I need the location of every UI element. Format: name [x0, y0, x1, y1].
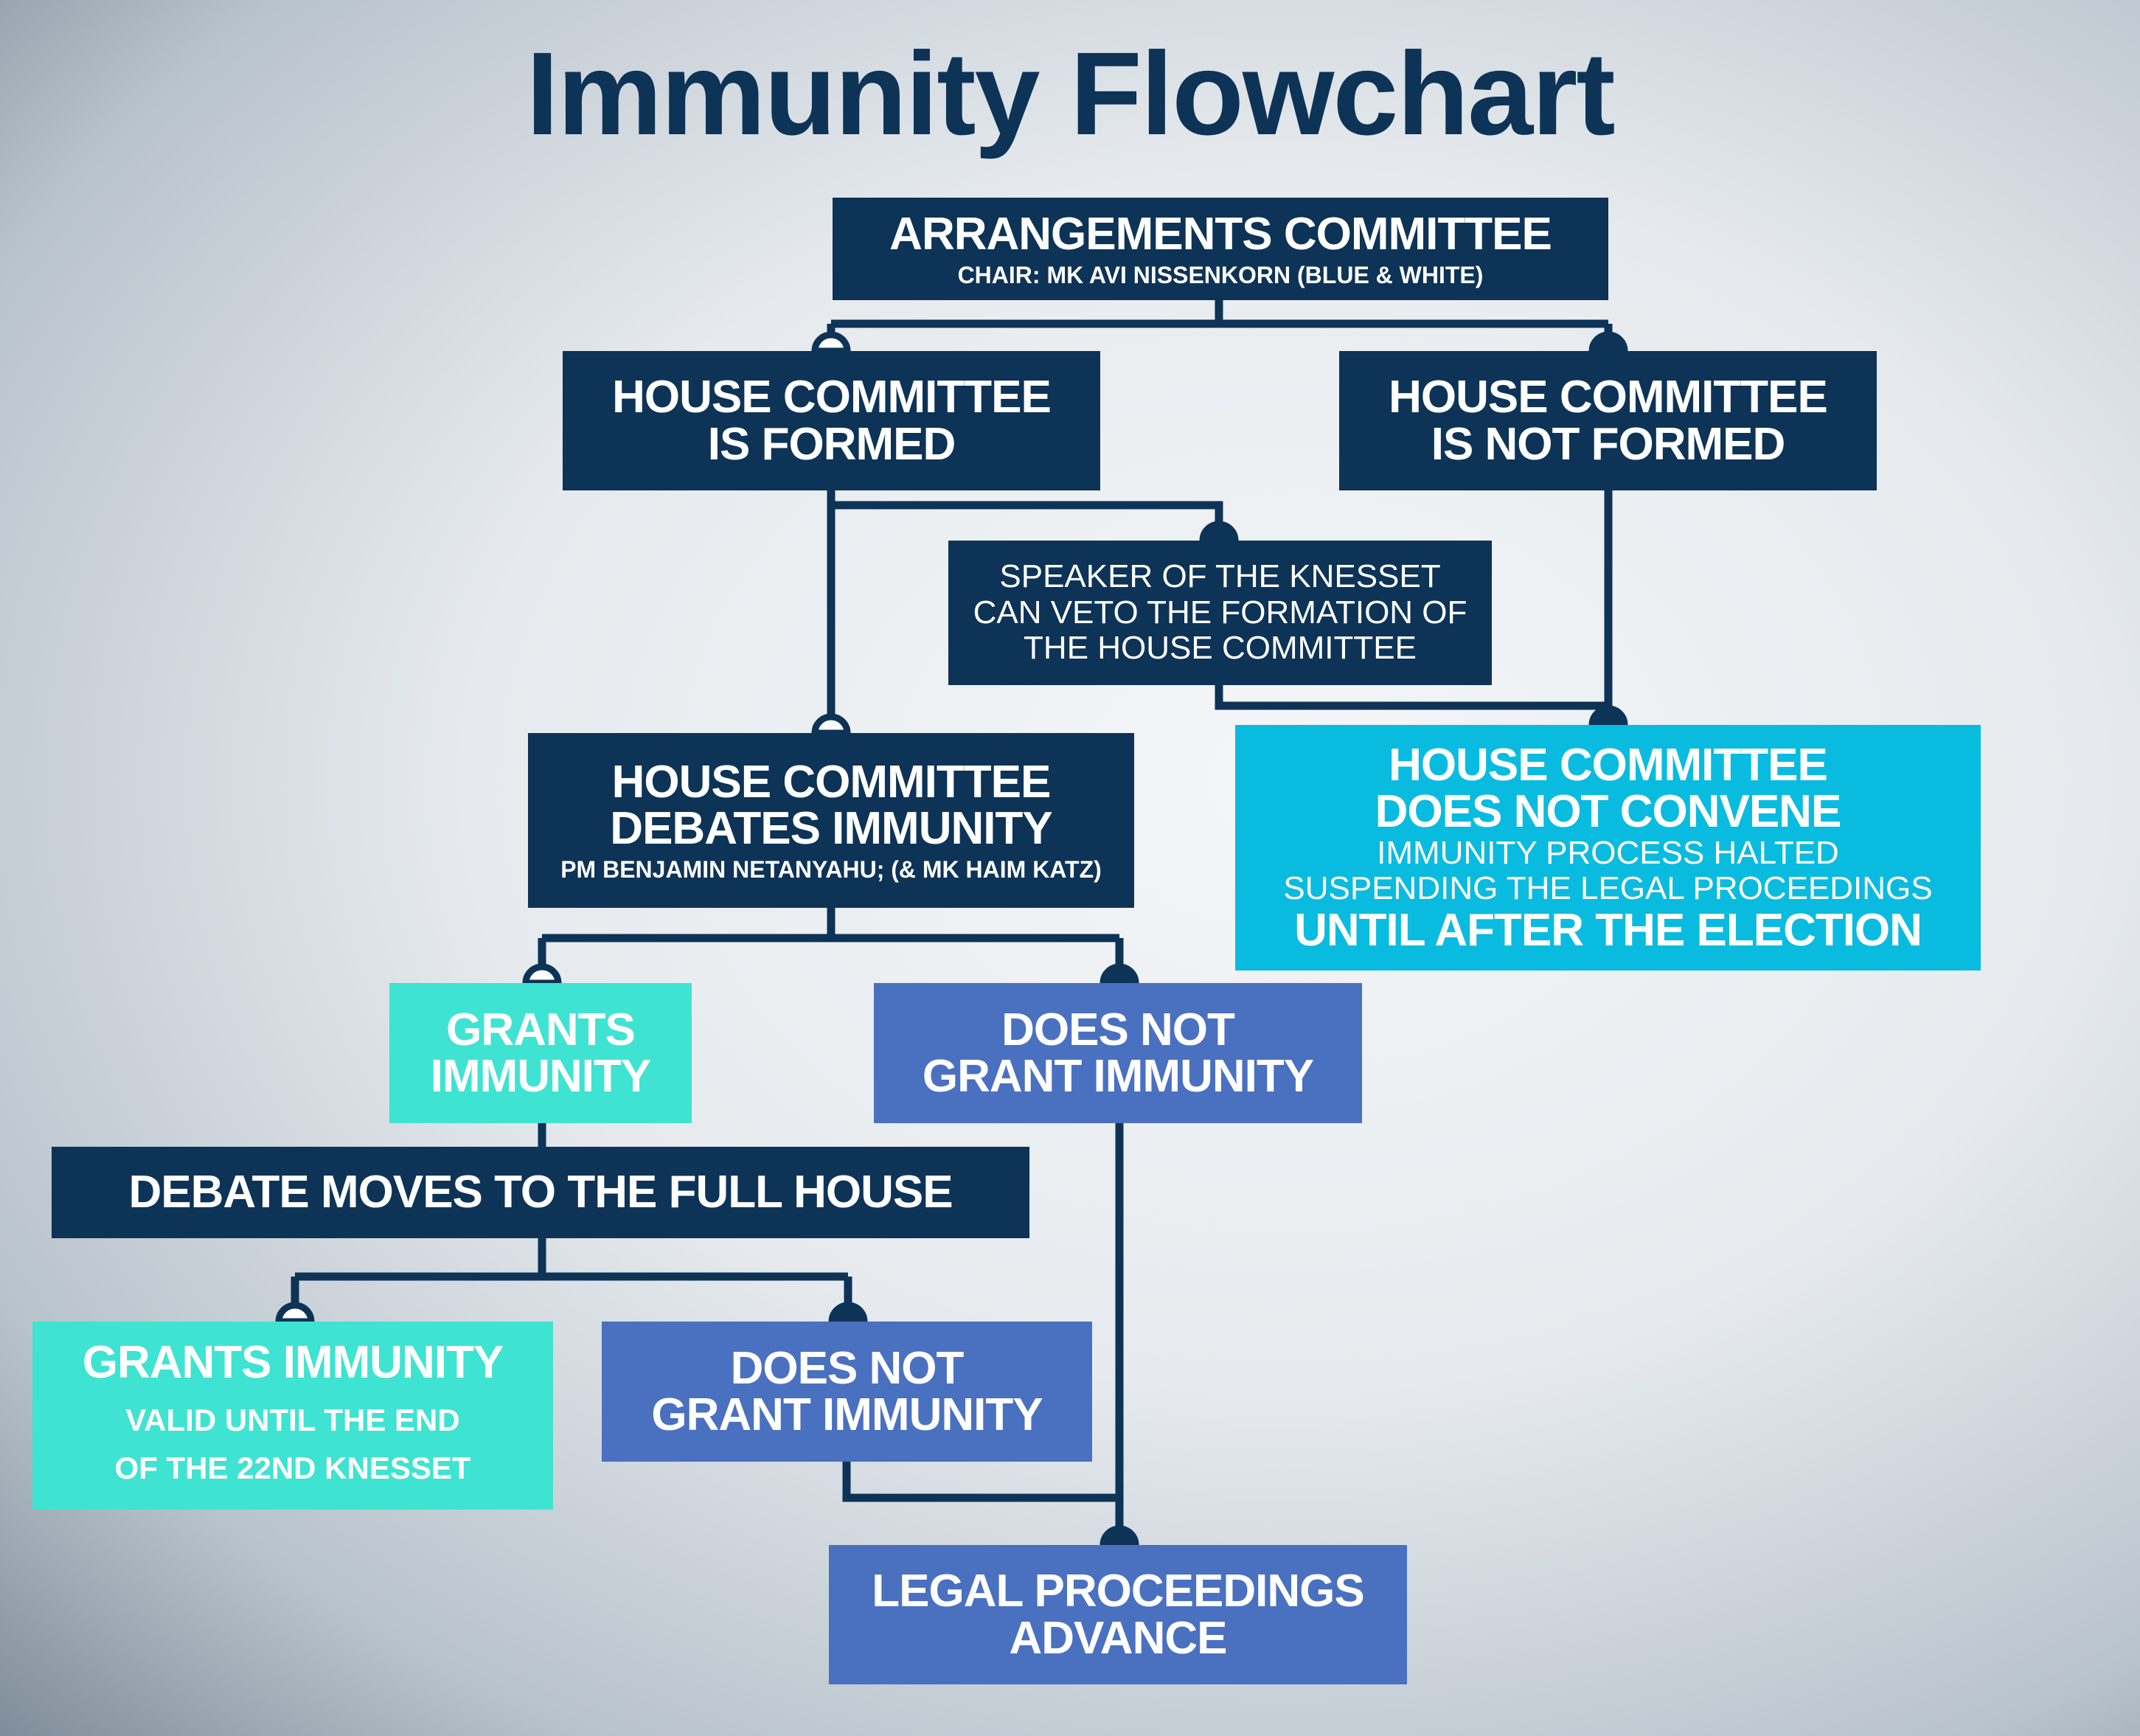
house-committee-formed-node: HOUSE COMMITTEE IS FORMED — [563, 351, 1100, 490]
filled-knob — [1199, 521, 1239, 544]
speaker-veto-node: SPEAKER OF THE KNESSET CAN VETO THE FORM… — [948, 541, 1492, 685]
node-line: GRANTS — [446, 1004, 636, 1055]
node-line: GRANT IMMUNITY — [922, 1051, 1314, 1102]
node-line: UNTIL AFTER THE ELECTION — [1294, 904, 1922, 956]
filled-knob — [1588, 331, 1628, 355]
hollow-knob — [811, 331, 851, 355]
filled-knob — [828, 1302, 868, 1325]
legal-proceedings-node: LEGAL PROCEEDINGS ADVANCE — [829, 1545, 1407, 1684]
node-line: DEBATES IMMUNITY — [610, 803, 1052, 855]
does-not-grant-house-node: DOES NOT GRANT IMMUNITY — [602, 1322, 1092, 1462]
node-line: HOUSE COMMITTEE — [1389, 740, 1828, 791]
filled-knob — [1588, 705, 1628, 729]
does-not-grant-committee-node: DOES NOT GRANT IMMUNITY — [874, 983, 1362, 1123]
filled-knob — [1099, 963, 1139, 987]
node-line: SPEAKER OF THE KNESSET — [999, 558, 1441, 595]
node-line: HOUSE COMMITTEE — [611, 756, 1052, 808]
node-line: DOES NOT — [730, 1342, 965, 1394]
node-line: IMMUNITY PROCESS HALTED — [1377, 834, 1839, 871]
connector — [1215, 490, 1613, 725]
grants-immunity-house-node: GRANTS IMMUNITY VALID UNTIL THE END OF T… — [32, 1322, 553, 1510]
hollow-knob — [275, 1302, 315, 1325]
connector — [827, 300, 1613, 351]
node-line: ADVANCE — [1009, 1612, 1228, 1664]
node-line: GRANTS IMMUNITY — [82, 1336, 504, 1388]
node-line: DOES NOT — [1001, 1004, 1235, 1055]
connector — [538, 908, 1124, 983]
node-line: HOUSE COMMITTEE — [1389, 372, 1828, 423]
full-house-debate-node: DEBATE MOVES TO THE FULL HOUSE — [52, 1147, 1029, 1238]
node-line: VALID UNTIL THE END — [125, 1403, 460, 1438]
connector — [291, 1238, 852, 1322]
connector — [842, 1123, 1124, 1545]
node-subtitle: CHAIR: MK AVI NISSENKORN (BLUE & WHITE) — [957, 261, 1484, 288]
house-committee-not-convene-node: HOUSE COMMITTEE DOES NOT CONVENE IMMUNIT… — [1235, 725, 1981, 971]
node-line: IS NOT FORMED — [1431, 418, 1786, 470]
node-line: CAN VETO THE FORMATION OF — [973, 594, 1467, 631]
node-line: IMMUNITY — [430, 1051, 652, 1102]
node-subtitle: PM BENJAMIN NETANYAHU; (& MK HAIM KATZ) — [560, 856, 1102, 883]
node-line: GRANT IMMUNITY — [651, 1389, 1043, 1440]
node-title: ARRANGEMENTS COMMITTEE — [889, 208, 1552, 260]
hollow-knob — [522, 963, 562, 987]
node-line: HOUSE COMMITTEE — [612, 372, 1052, 423]
house-committee-debates-node: HOUSE COMMITTEE DEBATES IMMUNITY PM BENJ… — [528, 733, 1134, 908]
node-line: SUSPENDING THE LEGAL PROCEEDINGS — [1283, 870, 1933, 907]
house-committee-not-formed-node: HOUSE COMMITTEE IS NOT FORMED — [1339, 351, 1877, 490]
filled-knob — [1099, 1525, 1139, 1549]
node-line: LEGAL PROCEEDINGS — [872, 1566, 1364, 1617]
hollow-knob — [811, 713, 851, 737]
arrangements-committee-node: ARRANGEMENTS COMMITTEE CHAIR: MK AVI NIS… — [833, 198, 1608, 300]
node-line: THE HOUSE COMMITTEE — [1024, 630, 1417, 667]
node-line: OF THE 22ND KNESSET — [114, 1451, 471, 1486]
page-title: Immunity Flowchart — [526, 27, 1615, 159]
node-line: DEBATE MOVES TO THE FULL HOUSE — [128, 1167, 953, 1218]
node-line: DOES NOT CONVENE — [1375, 786, 1842, 838]
grants-immunity-committee-node: GRANTS IMMUNITY — [389, 983, 692, 1123]
node-line: IS FORMED — [707, 418, 956, 470]
